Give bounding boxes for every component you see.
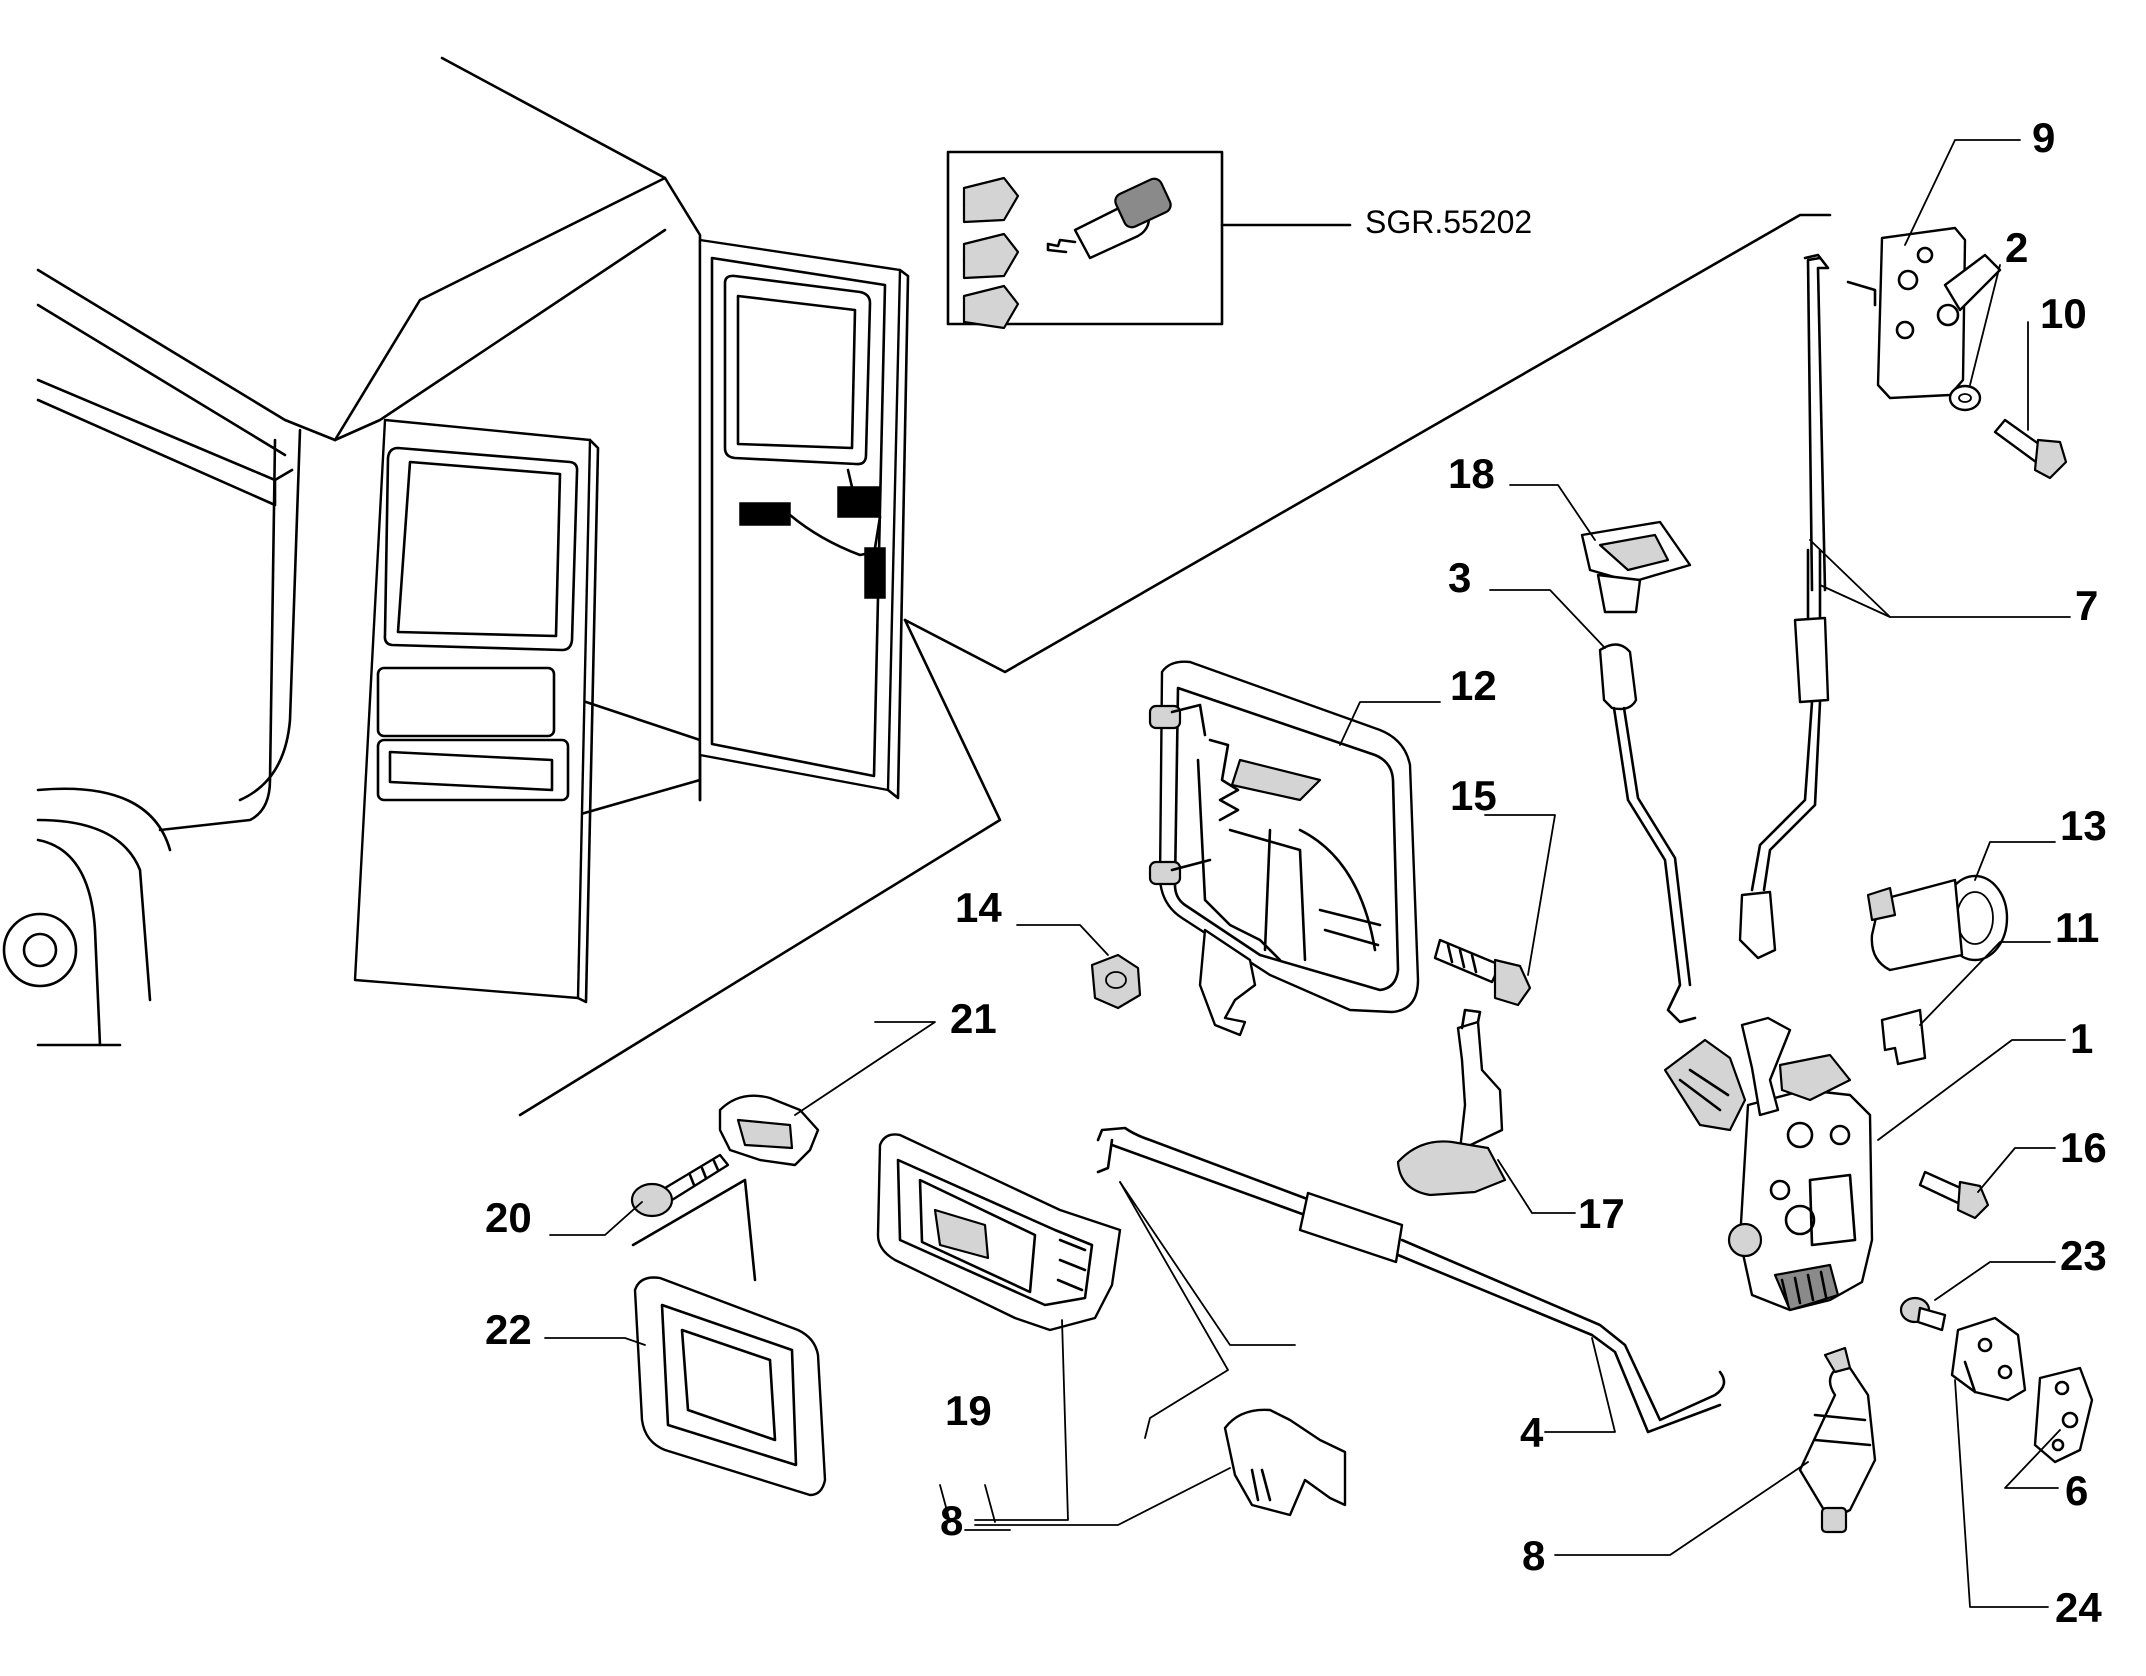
callout-15: 15 [1450, 772, 1497, 819]
part-10-bolt [1993, 418, 2068, 480]
part-12-door-handle [1148, 660, 1420, 1037]
part-20-21-group-line [631, 1178, 757, 1282]
part-14-nut [1090, 953, 1142, 1010]
callout-22: 22 [485, 1306, 532, 1353]
callout-21: 21 [950, 995, 997, 1042]
callout-7: 7 [2075, 582, 2098, 629]
leader-lines [544, 139, 2071, 1608]
callout-18: 18 [1448, 450, 1495, 497]
key-icon [1046, 177, 1172, 260]
part-23-screw [1899, 1296, 1947, 1332]
part-9-striker-plate [1846, 226, 2002, 400]
callout-4: 4 [1520, 1409, 1544, 1456]
callout-9: 9 [2032, 114, 2055, 161]
part-18-grommet [1580, 520, 1692, 614]
part-13-lock-cylinder [1866, 874, 2009, 972]
callout-8-left: 8 [940, 1497, 963, 1544]
part-2-washer [1948, 384, 1982, 412]
callout-labels: 9 2 10 7 18 3 12 15 14 13 11 1 16 23 6 2… [485, 114, 2107, 1631]
part-6-plate [2033, 1366, 2094, 1464]
callout-1: 1 [2070, 1015, 2093, 1062]
callout-13: 13 [2060, 802, 2107, 849]
callout-16: 16 [2060, 1124, 2107, 1171]
callout-3: 3 [1448, 554, 1471, 601]
part-8-rod-clip-left [1223, 1408, 1347, 1517]
callout-8-right: 8 [1522, 1532, 1545, 1579]
callout-2: 2 [2005, 224, 2028, 271]
callout-17: 17 [1578, 1190, 1625, 1237]
part-8-actuator-right [1798, 1346, 1877, 1534]
part-7-rod [1738, 253, 1830, 960]
callout-24: 24 [2055, 1584, 2102, 1631]
part-22-handle-bezel [633, 1276, 827, 1497]
part-17-rod-connector [1396, 1008, 1507, 1197]
part-19-inner-handle [876, 1133, 1122, 1332]
lock-kit-box: SGR.55202 [946, 150, 1532, 330]
part-15-bolt [1433, 938, 1532, 1007]
callout-19: 19 [945, 1387, 992, 1434]
callout-12: 12 [1450, 662, 1497, 709]
callout-23: 23 [2060, 1232, 2107, 1279]
callout-20: 20 [485, 1194, 532, 1241]
callout-6: 6 [2065, 1467, 2088, 1514]
callout-14: 14 [955, 884, 1002, 931]
part-4-long-rod [1096, 1126, 1726, 1434]
part-20-screw [630, 1153, 730, 1218]
lock-cylinder-icon [962, 176, 1020, 330]
van-rear-illustration [2, 56, 1832, 1117]
part-3-rod-clip [1598, 643, 1697, 1024]
part-16-bolt [1918, 1170, 1990, 1220]
part-21-clip [718, 1094, 820, 1167]
part-1-lock-mechanism [1663, 1016, 1874, 1312]
part-24-bracket [1950, 1316, 2027, 1402]
callout-11: 11 [2055, 904, 2099, 951]
part-11-clip [1880, 1008, 1927, 1066]
callout-10: 10 [2040, 290, 2087, 337]
reference-kit-label: SGR.55202 [1365, 204, 1532, 240]
